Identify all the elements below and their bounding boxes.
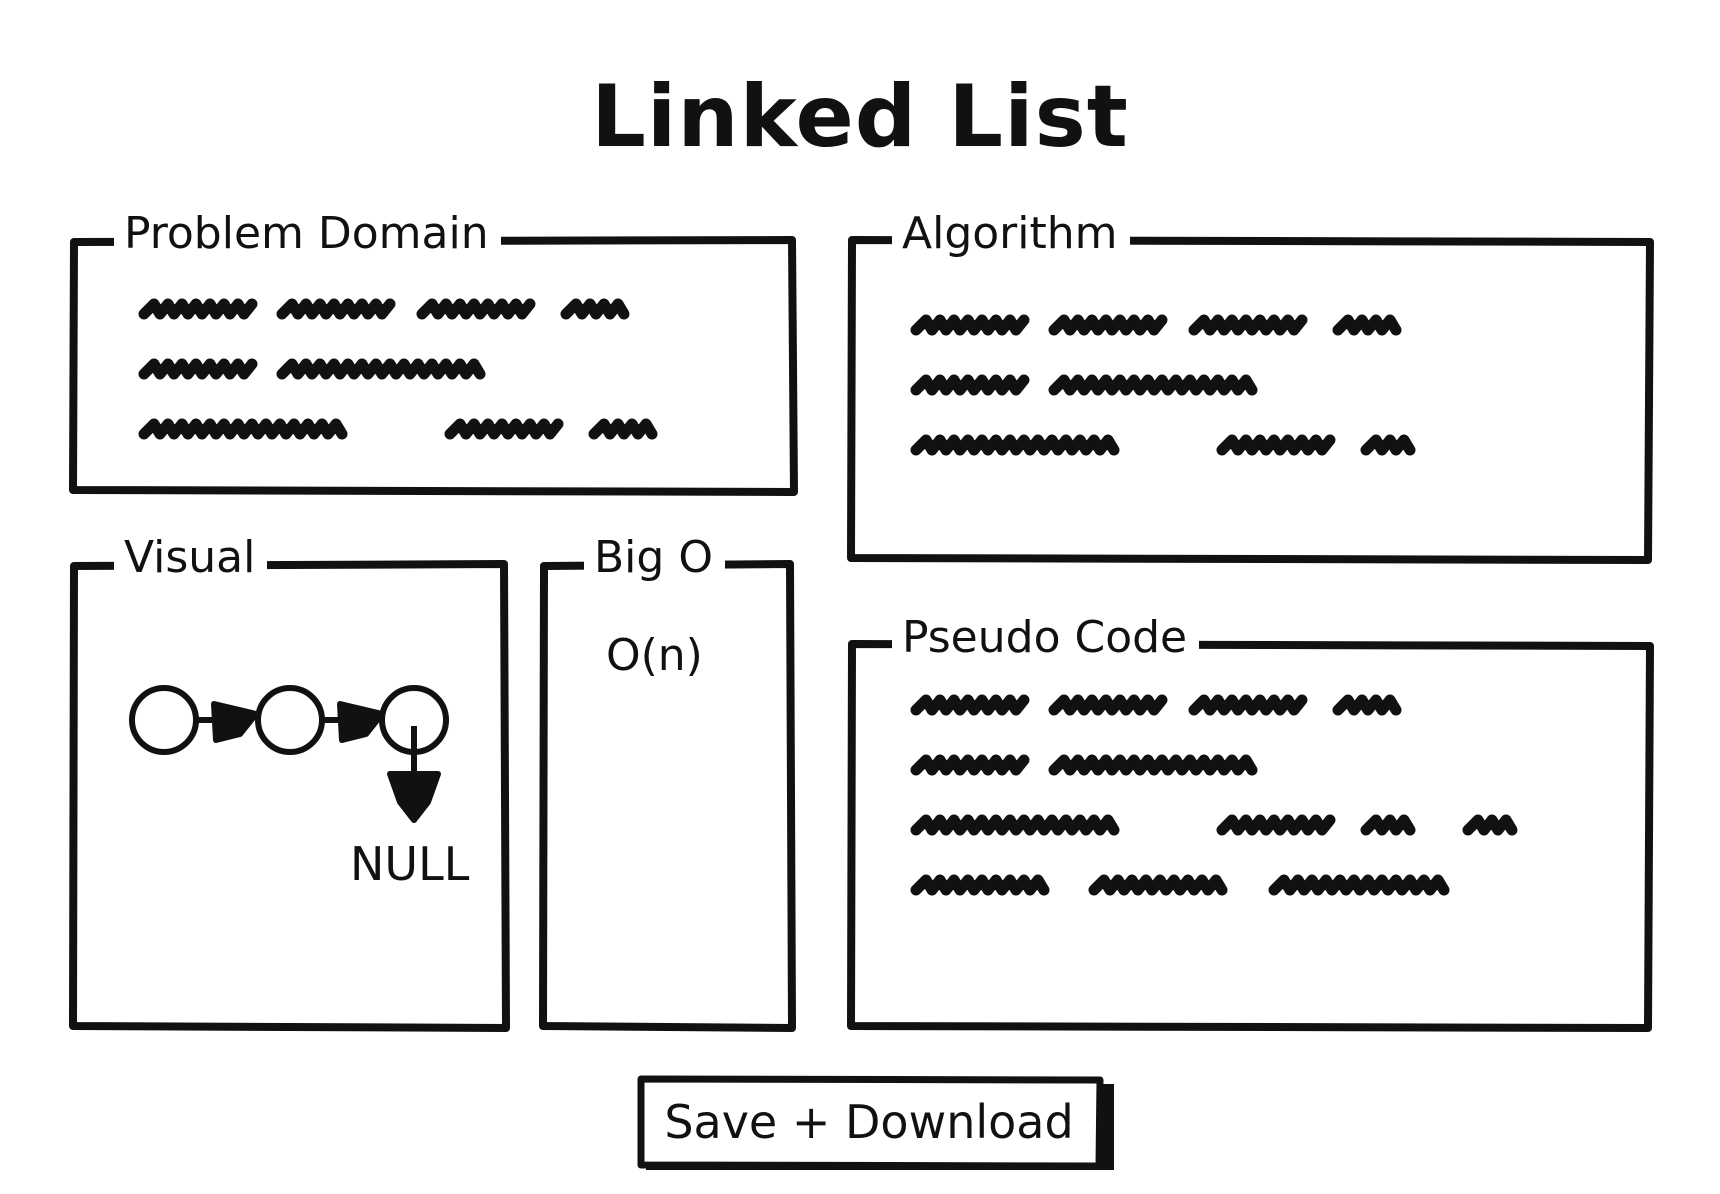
save-download-button[interactable]: Save + Download [637,1075,1118,1174]
algorithm-panel: Algorithm [847,206,1656,566]
problem-domain-panel: Problem Domain [69,206,798,498]
big-o-panel: Big O O(n) [539,530,796,1034]
algorithm-text-placeholder [910,314,1416,456]
problem-domain-frame [69,236,798,496]
visual-legend: Visual [114,530,268,586]
algorithm-frame [847,236,1654,564]
list-node-2 [255,685,325,755]
visual-panel: Visual NULL [69,530,510,1034]
pseudo-code-panel: Pseudo Code [847,610,1656,1034]
save-download-button-label: Save + Download [664,1095,1074,1149]
pseudo-code-frame [847,640,1654,1032]
big-o-value: O(n) [606,630,703,681]
page-title: Linked List [591,67,1129,167]
save-download-button-frame [637,1075,1114,1170]
arrow-down-icon [387,771,441,823]
pseudo-code-text-placeholder [910,694,1518,896]
arrow-right-icon [337,701,385,743]
arrow-right-icon [211,701,259,743]
problem-domain-legend: Problem Domain [114,206,501,262]
list-node-1 [129,685,199,755]
big-o-legend: Big O [584,530,725,586]
null-label: NULL [350,837,470,891]
visual-frame [69,560,510,1032]
problem-domain-text-placeholder [138,298,658,440]
linked-list-diagram [129,685,449,823]
pseudo-code-legend: Pseudo Code [892,610,1200,666]
algorithm-legend: Algorithm [892,206,1130,262]
